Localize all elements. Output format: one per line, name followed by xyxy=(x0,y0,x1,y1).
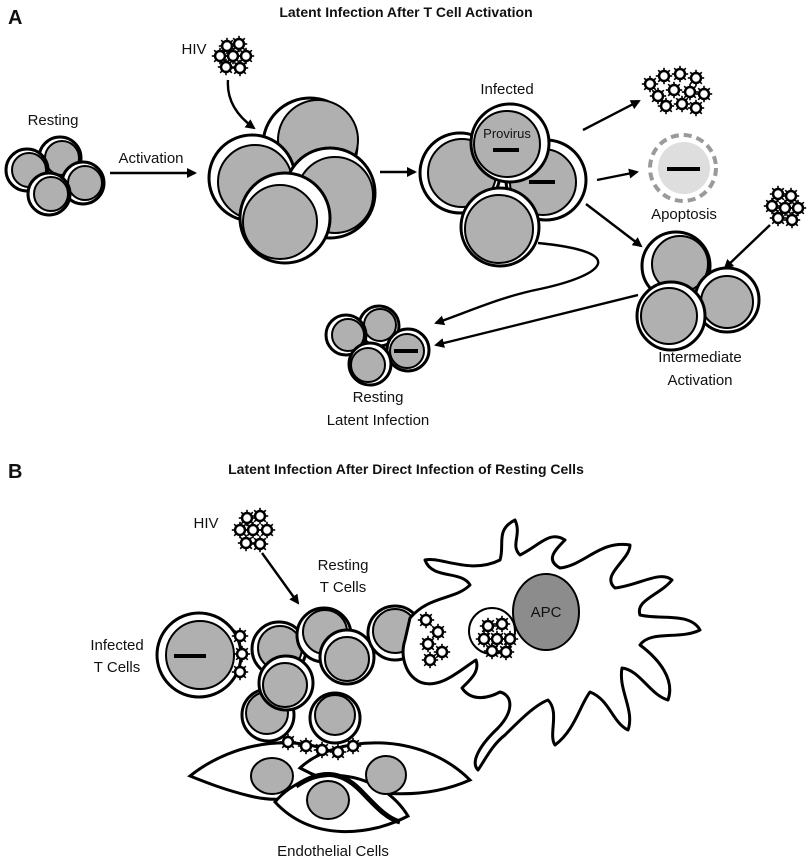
resting-tcells-label-line2: T Cells xyxy=(320,579,366,596)
hiv-arrow-b xyxy=(261,552,300,605)
resting-cell-cluster xyxy=(4,135,106,217)
activated-cell-cluster xyxy=(207,96,377,265)
infected-cell-cluster xyxy=(418,102,588,268)
infected-label: Infected xyxy=(480,81,533,98)
resting-latent-cluster xyxy=(324,304,431,387)
resting-label: Resting xyxy=(28,112,79,129)
panel-a-letter: A xyxy=(8,7,22,29)
infected-t-cell xyxy=(155,611,243,699)
hiv-label-b: HIV xyxy=(193,515,218,532)
to-apoptosis-arrow xyxy=(596,168,639,182)
intermediate-cell-cluster xyxy=(635,230,761,352)
activation-label: Activation xyxy=(118,150,183,167)
return-to-resting-arrow xyxy=(434,241,600,326)
to-intermediate-arrow xyxy=(585,203,643,248)
virions-infected-synapse xyxy=(231,626,251,682)
resting-t-cell-cluster xyxy=(250,604,424,712)
endothelial-label: Endothelial Cells xyxy=(277,843,389,857)
intermediate-label-line1: Intermediate xyxy=(658,349,741,366)
infected-tcells-label-line2: T Cells xyxy=(94,659,140,676)
hiv-virion-cluster-a xyxy=(211,34,255,77)
resting-latent-label-line2: Latent Infection xyxy=(327,412,430,429)
endothelial-cells xyxy=(187,741,473,834)
resting-latent-label-line1: Resting xyxy=(353,389,404,406)
intermediate-to-resting-arrow xyxy=(434,293,639,348)
hiv-virion-cluster-b xyxy=(231,506,277,554)
apc-dendritic-cell xyxy=(401,518,702,772)
provirus-label: Provirus xyxy=(483,126,531,141)
panel-a-title: Latent Infection After T Cell Activation xyxy=(279,4,532,20)
apoptosis-label: Apoptosis xyxy=(651,206,717,223)
panel-b-title: Latent Infection After Direct Infection … xyxy=(228,461,584,477)
hiv-arrow-a xyxy=(226,79,256,130)
hiv-arrow-a-right xyxy=(723,224,771,270)
released-virions-cluster xyxy=(640,65,714,117)
hiv-virion-cluster-a-right xyxy=(762,185,808,229)
intermediate-label-line2: Activation xyxy=(667,372,732,389)
apc-label: APC xyxy=(531,604,562,621)
apoptotic-cell xyxy=(648,133,718,203)
to-virions-arrow xyxy=(582,99,641,132)
resting-tcells-label-line1: Resting xyxy=(318,557,369,574)
infected-tcells-label-line1: Infected xyxy=(90,637,143,654)
hiv-label-a: HIV xyxy=(181,41,206,58)
panel-b-letter: B xyxy=(8,461,22,483)
